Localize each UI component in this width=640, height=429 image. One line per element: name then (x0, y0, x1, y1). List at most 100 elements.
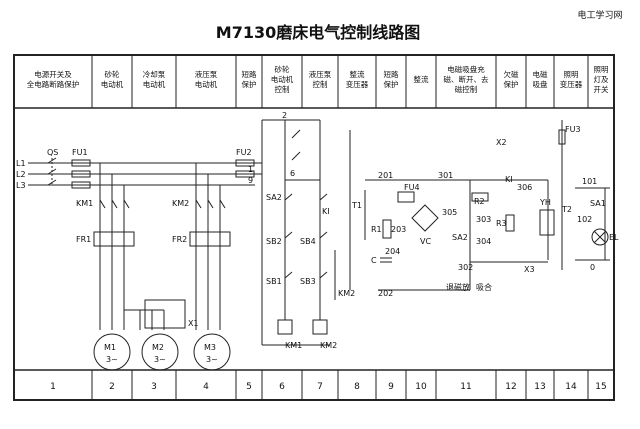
label-m3: M3 (204, 343, 216, 352)
label-mode-demagnetize: 退磁 (446, 282, 462, 292)
footer-number: 5 (246, 382, 252, 392)
footer-number: 1 (50, 382, 56, 392)
label-el: EL (609, 233, 619, 242)
footer-number: 14 (565, 382, 577, 392)
label-sb2: SB2 (266, 237, 282, 246)
header-section-label: 短路 (384, 69, 399, 79)
header-section-label: 全电路断路保护 (27, 79, 80, 89)
label-ki: KI (322, 207, 330, 216)
label-t2: T2 (561, 205, 572, 214)
label-c: C (371, 256, 377, 265)
footer-number: 9 (388, 382, 394, 392)
label-l2: L2 (16, 170, 26, 179)
watermark: 电工学习网 (577, 9, 622, 21)
label-km2-coil: KM2 (320, 341, 337, 350)
label-vc: VC (420, 237, 431, 246)
footer-number: 10 (415, 382, 427, 392)
label-r1: R1 (371, 225, 382, 234)
label-l1: L1 (16, 159, 26, 168)
label-fr2: FR2 (172, 235, 187, 244)
label-fu1: FU1 (72, 148, 88, 157)
label-m3-phase: 3~ (206, 355, 218, 364)
label-ki-right: KI (505, 175, 513, 184)
label-km1: KM1 (76, 199, 93, 208)
header-section-label: 整流 (350, 69, 365, 79)
label-node-101: 101 (582, 177, 597, 186)
header-section-label: 液压泵 (309, 69, 332, 79)
label-yh: YH (539, 198, 551, 207)
header-section-label: 电动机 (195, 79, 218, 89)
header-section-label: 电动机 (143, 79, 166, 89)
header-section-label: 照明 (594, 65, 609, 74)
footer-number: 3 (151, 382, 157, 392)
diagram-title: M7130磨床电气控制线路图 (216, 23, 420, 42)
label-r3: R3 (496, 219, 507, 228)
header-section-row: 电源开关及全电路断路保护砂轮电动机冷却泵电动机液压泵电动机短路保护砂轮电动机控制… (27, 55, 609, 108)
label-mode-release: 放 (462, 282, 470, 292)
component-labels: L1 L2 L3 QS FU1 FU2 KM1 KM2 FR1 FR2 M1 M… (16, 111, 619, 364)
label-qs: QS (47, 148, 58, 157)
control-circuit (277, 120, 610, 335)
label-sa1: SA1 (590, 199, 606, 208)
label-node-2: 2 (282, 111, 287, 120)
label-node-6: 6 (290, 169, 295, 178)
header-section-label: 磁、断开、去 (444, 74, 489, 84)
header-section-label: 整流 (414, 74, 429, 84)
label-node-201: 201 (378, 171, 393, 180)
header-section-label: 控制 (275, 84, 290, 94)
label-node-301: 301 (438, 171, 453, 180)
label-node-305: 305 (442, 208, 457, 217)
header-section-label: 变压器 (346, 79, 369, 89)
header-section-label: 电磁吸盘充 (447, 64, 485, 74)
header-section-label: 砂轮 (275, 64, 290, 74)
header-section-label: 砂轮 (105, 69, 120, 79)
header-section-label: 保护 (242, 79, 257, 89)
label-x1: X1 (188, 319, 199, 328)
header-section-label: 吸盘 (533, 79, 548, 89)
header-section-label: 冷却泵 (143, 69, 166, 79)
footer-number: 13 (534, 382, 545, 392)
label-node-0: 0 (590, 263, 595, 272)
label-fu4: FU4 (404, 183, 420, 192)
label-sb3: SB3 (300, 277, 316, 286)
power-circuit (28, 119, 330, 371)
header-section-label: 照明 (564, 70, 579, 79)
label-node-306: 306 (517, 183, 532, 192)
label-fu2: FU2 (236, 148, 252, 157)
outer-border (13, 54, 615, 401)
header-section-label: 液压泵 (195, 69, 218, 79)
label-km2-contact: KM2 (338, 289, 355, 298)
label-km2: KM2 (172, 199, 189, 208)
label-node-102: 102 (577, 215, 592, 224)
label-sb4: SB4 (300, 237, 316, 246)
label-node-303: 303 (476, 215, 491, 224)
label-node-304: 304 (476, 237, 491, 246)
label-sa2: SA2 (266, 193, 282, 202)
footer-number: 8 (354, 382, 360, 392)
label-x3: X3 (524, 265, 535, 274)
footer-number: 15 (595, 382, 606, 392)
label-km1-coil: KM1 (285, 341, 302, 350)
label-m1-phase: 3~ (106, 355, 118, 364)
header-section-label: 保护 (504, 79, 519, 89)
label-fr1: FR1 (76, 235, 91, 244)
label-x2: X2 (496, 138, 507, 147)
footer-number: 6 (279, 382, 285, 392)
header-section-label: 灯及 (594, 74, 609, 84)
label-m1: M1 (104, 343, 116, 352)
footer-number: 4 (203, 382, 209, 392)
label-node-302: 302 (458, 263, 473, 272)
label-node-1: 1 (248, 165, 253, 174)
label-node-203: 203 (391, 225, 406, 234)
header-section-label: 电源开关及 (34, 69, 72, 79)
header-section-label: 控制 (313, 79, 328, 89)
label-m2: M2 (152, 343, 164, 352)
footer-number: 2 (109, 382, 115, 392)
header-section-label: 磁控制 (455, 84, 478, 94)
label-node-9: 9 (248, 176, 253, 185)
header-section-label: 欠磁 (504, 69, 519, 79)
label-fu3: FU3 (565, 125, 581, 134)
